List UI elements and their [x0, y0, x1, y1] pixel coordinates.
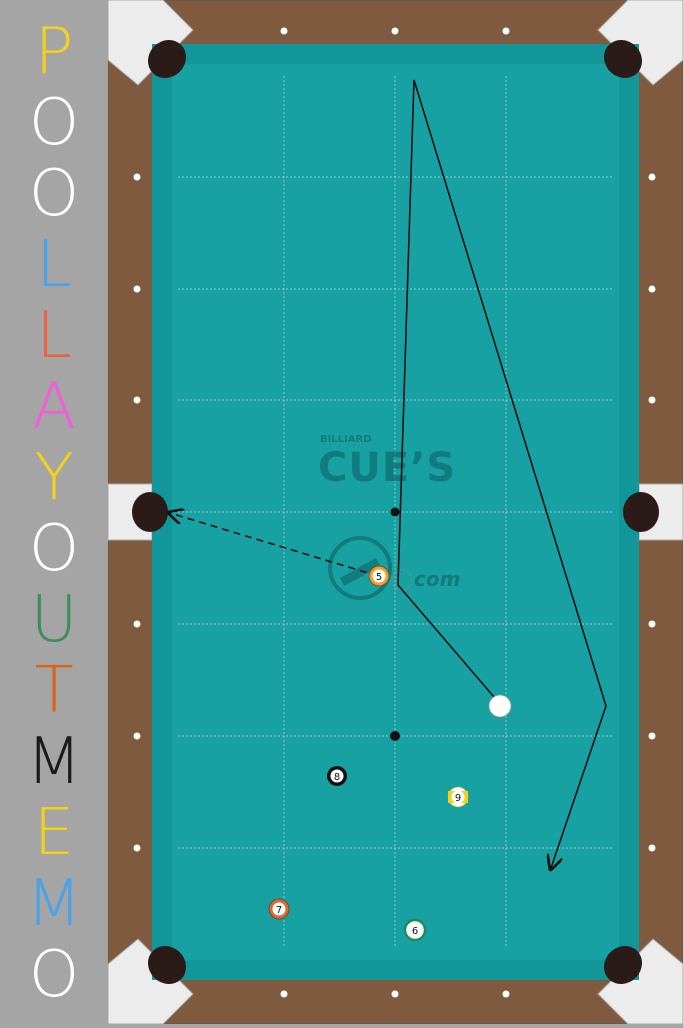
pocket-side-left: [132, 492, 168, 532]
watermark-logo-mark: [340, 558, 380, 586]
rack-spot: [390, 731, 400, 741]
pocket-bottom-right: [603, 945, 643, 985]
ball-5[interactable]: 5: [368, 565, 390, 587]
corner-cap-top-right: [597, 0, 683, 86]
ball-5-label: 5: [376, 572, 382, 583]
diamonds: [133, 27, 656, 998]
title-letter: E: [33, 796, 75, 870]
ball-6-label: 6: [412, 926, 418, 937]
watermark-cues: CUE’S: [318, 445, 456, 491]
watermark-billiard: BILLIARD: [320, 434, 372, 445]
watermark-logo-circle: [328, 536, 392, 600]
ball-7[interactable]: 7: [268, 898, 290, 920]
pockets: [132, 39, 659, 985]
title-letter: L: [36, 228, 72, 302]
pocket-top-left: [147, 39, 187, 79]
title-letter: O: [28, 86, 80, 160]
title-letter: A: [32, 370, 76, 444]
watermark-com: com: [414, 567, 460, 591]
corner-cap-top-left: [107, 0, 194, 86]
cue-ball[interactable]: [488, 694, 512, 718]
ball-6[interactable]: 6: [403, 918, 427, 942]
watermark: BILLIARD CUE’S com: [318, 434, 460, 600]
pocket-bottom-left: [147, 945, 187, 985]
title-letter: O: [28, 938, 80, 1012]
pool-layout-memo-title: P O O L L A Y O U T M E M O: [0, 0, 108, 1024]
ball-8[interactable]: 8: [327, 766, 347, 786]
table-canvas[interactable]: BILLIARD CUE’S com 5 6: [107, 0, 683, 1025]
title-letter: M: [26, 725, 82, 799]
title-letter: L: [36, 299, 72, 373]
title-letter: P: [34, 15, 74, 89]
title-letter: O: [28, 157, 80, 231]
title-letter: M: [26, 867, 82, 941]
pocket-side-right: [623, 492, 659, 532]
ball-9-label: 9: [455, 793, 461, 804]
pocket-top-right: [603, 39, 643, 79]
title-letter: T: [34, 654, 74, 728]
ball-9[interactable]: 9: [447, 786, 469, 808]
ghost-ball: [391, 569, 413, 591]
title-letter: U: [30, 583, 78, 657]
pool-table[interactable]: BILLIARD CUE’S com 5 6: [107, 0, 683, 1025]
cue-ball-path: [397, 79, 607, 868]
title-letter: O: [28, 512, 80, 586]
ball-7-label: 7: [276, 905, 282, 916]
title-letter: Y: [34, 441, 74, 515]
foot-spot: [390, 507, 400, 517]
sidebar: P O O L L A Y O U T M E M O: [0, 0, 108, 1024]
ball-8-label: 8: [334, 772, 340, 783]
object-ball-path: [170, 513, 379, 577]
